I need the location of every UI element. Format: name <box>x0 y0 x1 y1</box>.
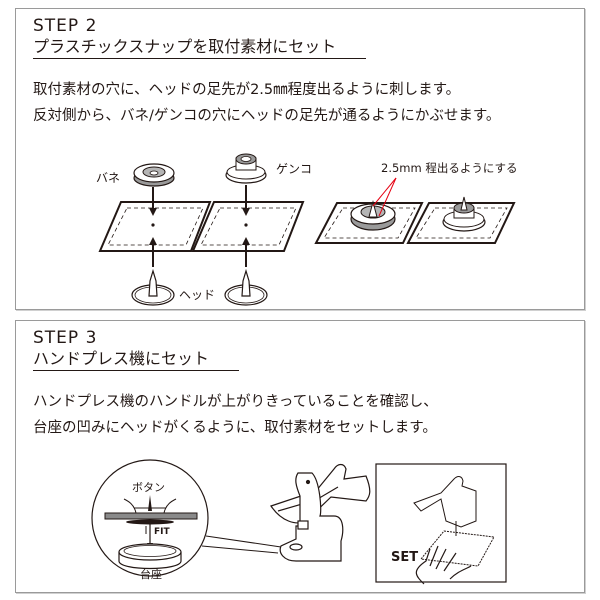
fabric-sheet-2 <box>191 201 305 252</box>
genko-stud-icon <box>225 153 267 184</box>
head-icon-2 <box>224 268 268 306</box>
fit-label: FIT <box>154 527 170 537</box>
hand-icon <box>415 545 472 585</box>
bane-label: バネ <box>96 171 120 185</box>
step2-line-2: 反対側から、バネ/ゲンコの穴にヘッドの足先が通るようにかぶせます。 <box>33 108 501 124</box>
step2-title: プラスチックスナップを取付素材にセット <box>33 36 367 59</box>
head-label: ヘッド <box>179 288 215 302</box>
step2-label: STEP 2 <box>33 16 98 36</box>
step3-panel: STEP 3 ハンドプレス機にセット ハンドプレス機のハンドルが上がりきっている… <box>15 320 585 593</box>
step2-panel: STEP 2 プラスチックスナップを取付素材にセット 取付素材の穴に、ヘッドの足… <box>15 8 585 310</box>
step3-label: STEP 3 <box>33 328 98 348</box>
step2-line-1: 取付素材の穴に、ヘッドの足先が2.5㎜程度出るように刺します。 <box>33 82 461 98</box>
fabric-sheet-4 <box>406 196 516 244</box>
step3-illustration: ボタン FIT 台座 SET <box>91 459 507 585</box>
fabric-sheet-1 <box>98 201 212 252</box>
magnified-detail <box>91 459 209 577</box>
head-icon-1 <box>131 268 175 306</box>
step3-line-2: 台座の凹みにヘッドがくるように、取付素材をセットします。 <box>33 420 437 436</box>
genko-label: ゲンコ <box>276 162 312 176</box>
step2-illustration: バネ ゲンコ ヘッド <box>96 153 517 306</box>
hand-press-icon <box>270 463 371 562</box>
callout-lines <box>372 177 397 217</box>
step2-instructions: 取付素材の穴に、ヘッドの足先が2.5㎜程度出るように刺します。 反対側から、バネ… <box>33 77 500 129</box>
step3-title: ハンドプレス機にセット <box>33 348 240 371</box>
step3-instructions: ハンドプレス機のハンドルが上がりきっていることを確認し、 台座の凹みにヘッドがく… <box>33 389 438 441</box>
bane-socket-icon <box>133 163 175 187</box>
set-press-icon <box>413 476 495 567</box>
set-label: SET <box>391 550 418 565</box>
connector-line-2 <box>201 545 279 554</box>
base-label: 台座 <box>140 567 162 581</box>
step3-line-1: ハンドプレス機のハンドルが上がりきっていることを確認し、 <box>33 394 438 410</box>
button-label: ボタン <box>132 481 165 494</box>
callout-text: 2.5mm 程出るようにする <box>381 161 517 175</box>
fabric-sheet-3 <box>314 200 424 244</box>
connector-line-1 <box>205 535 282 548</box>
set-illustration-frame <box>375 463 507 583</box>
